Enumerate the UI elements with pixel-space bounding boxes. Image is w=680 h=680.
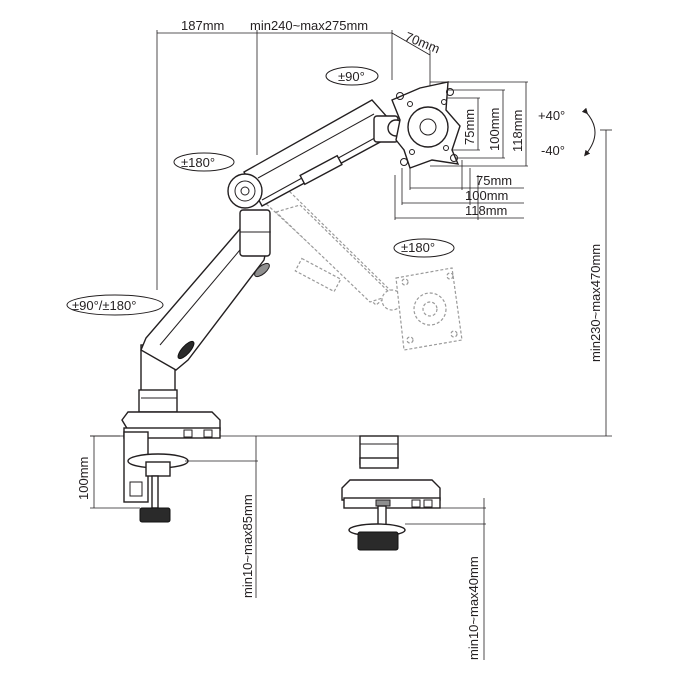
vesa-height-118: 118mm (510, 110, 525, 152)
head-depth-dimension: 70mm (403, 29, 442, 56)
arm-post-collar (138, 389, 178, 413)
monitor-rotation-label: ±180° (401, 240, 435, 255)
clamp-height-dimension: 100mm (76, 457, 91, 500)
base-rotation-arrow (66, 294, 164, 316)
tilt-arrow (581, 107, 596, 157)
monitor-arm (138, 99, 405, 416)
ghost-arm-position (260, 189, 463, 351)
vesa-width-100: 100mm (465, 188, 508, 203)
grommet-base (341, 479, 441, 501)
vesa-width-118: 118mm (465, 203, 507, 218)
grommet-mount (341, 435, 441, 551)
vesa-width-dimensions (394, 160, 524, 220)
desk-clamp (121, 411, 221, 523)
vesa-height-100: 100mm (487, 108, 502, 151)
head-swivel-arrow (325, 66, 379, 86)
arm-extension-dimension: min240~max275mm (250, 18, 368, 33)
top-dimension-line (156, 30, 431, 290)
elbow-rotation-label: ±180° (181, 155, 215, 170)
monitor-rotation-arrow (393, 238, 455, 258)
vesa-height-75: 75mm (462, 109, 477, 145)
clamp-range-dimension: min10~max85mm (240, 494, 255, 598)
vesa-plate (391, 81, 461, 169)
base-rotation-label: ±90°/±180° (72, 298, 136, 313)
elbow-disc (227, 173, 263, 209)
grommet-range-dimension: min10~max40mm (466, 556, 481, 660)
height-range-dimension: min230~max470mm (588, 244, 603, 362)
clamp-knob (139, 507, 171, 523)
grommet-knob (357, 531, 399, 551)
elbow-rotation-arrow (173, 152, 235, 172)
elbow-joint (239, 209, 271, 257)
upper-arm (243, 99, 389, 207)
tilt-up-label: +40° (538, 108, 565, 123)
tilt-down-label: -40° (541, 143, 565, 158)
vesa-width-75: 75mm (476, 173, 512, 188)
head-swivel-label: ±90° (338, 69, 365, 84)
arm-base-dimension: 187mm (181, 18, 224, 33)
